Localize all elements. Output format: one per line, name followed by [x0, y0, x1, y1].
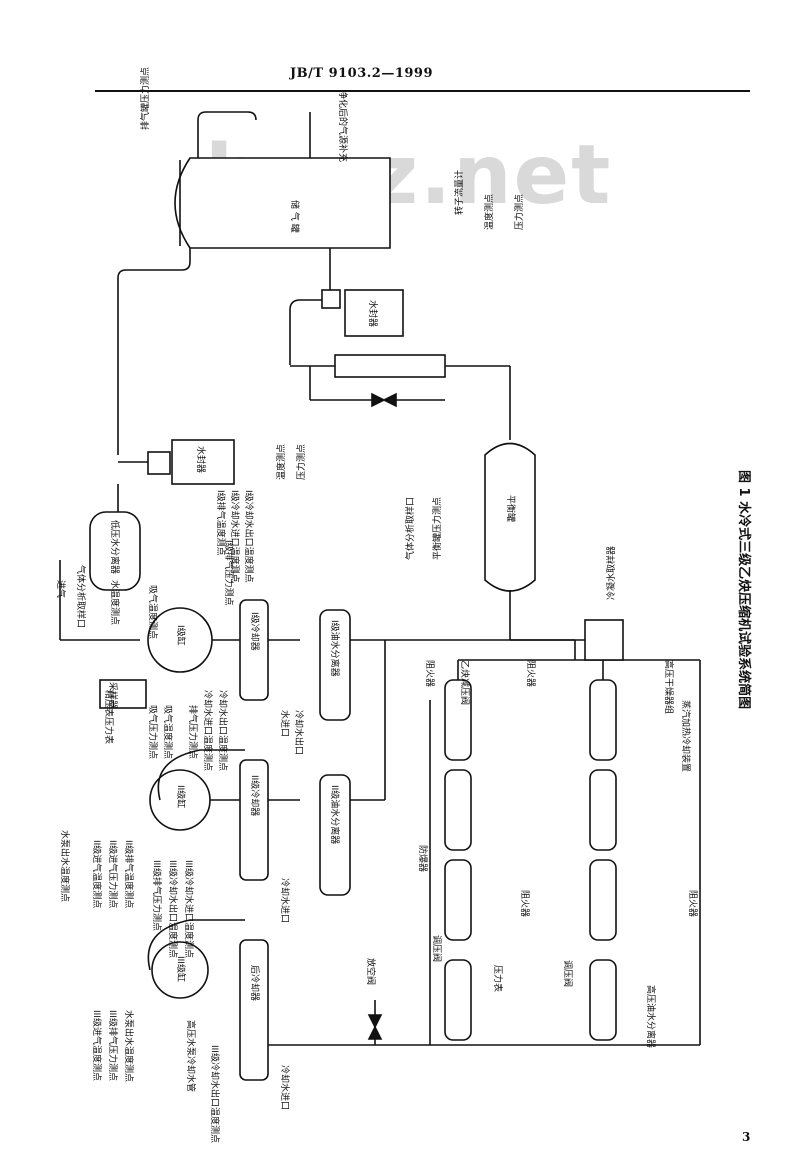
label-flame-arrester-4: 阻火器: [687, 890, 698, 917]
dryer-group-upper: [444, 679, 472, 1041]
label-l1: 水泵出水温度测点: [59, 830, 71, 902]
label-condensate: 冷凝水取样器: [605, 546, 617, 600]
separator-1-label: I级油水分离器: [329, 620, 341, 677]
label-l4: II级排气温度测点: [123, 840, 135, 908]
label-l3: II级进气压力测点: [107, 840, 119, 908]
buffer-tank-label: 储 气 罐: [289, 200, 301, 233]
label-water-out-temp: 冷却水出口温度测点: [217, 690, 229, 771]
label-precise-meter: 精压表压力表: [103, 690, 115, 744]
label-c1-gas-temp: I级排气温度测点: [215, 490, 227, 556]
low-pressure-separator: [89, 511, 141, 591]
cooler-1: [239, 599, 269, 701]
water-seal-top: [344, 289, 404, 337]
inlet-box: [99, 679, 147, 709]
separator-1: [319, 609, 351, 721]
label-l10: 水泵出水温度测点: [123, 1010, 135, 1082]
cylinder-2-label: II级缸: [175, 785, 187, 808]
buffer-tank: [174, 157, 391, 249]
label-intake-temp: 吸气温度测点: [147, 585, 159, 639]
label-water-in-temp: 冷却水进口温度测点: [202, 690, 214, 771]
cooler-2: [239, 759, 269, 881]
label-exhaust-tank: 排气罐压力测点: [139, 67, 151, 130]
label-water-in-2: 冷却水进口: [279, 878, 291, 923]
cylinder-3-label: III级缸: [175, 956, 187, 982]
water-seal-left-valve: [147, 451, 171, 475]
label-l2: II级进气温度测点: [91, 840, 103, 908]
label-rotameter: 转子流量计: [453, 170, 465, 215]
cooler-1-label: I级冷却器: [249, 612, 261, 651]
page-number: 3: [742, 1130, 751, 1144]
label-pump-note-2: 蒸汽加热冷却装置: [680, 700, 692, 772]
label-flame-arrester-3: 阻火器: [519, 890, 530, 917]
water-seal-left: [171, 439, 235, 485]
label-press-left: 压力测点: [295, 444, 307, 480]
label-high-pressure-sep: 高压油水分离器: [645, 985, 657, 1048]
label-l6: III级冷却水出口温度测点: [167, 860, 179, 958]
label-sampler: 采样器: [107, 682, 119, 709]
cylinder-1-label: I级缸: [175, 625, 187, 646]
label-intake-press: 吸气压力测点: [147, 705, 159, 759]
label-l5: III级排气压力测点: [151, 860, 163, 931]
header-rule: [95, 90, 750, 92]
label-l9: III级排气压力测点: [107, 1010, 119, 1081]
label-l7: III级冷却水进口温度测点: [183, 860, 195, 958]
rotameter: [334, 354, 446, 378]
label-c1-press: I级排气压力测点: [223, 540, 235, 606]
dryer-group-lower: [589, 679, 617, 1041]
label-explosion-proof: 防爆器: [417, 845, 429, 872]
label-water-out-1: 冷却水出口: [293, 710, 305, 755]
label-temp-left: 温度测点: [275, 444, 287, 480]
water-seal-top-label: 水封器: [367, 300, 379, 327]
label-sample-port: 气体分析取样口: [75, 565, 87, 628]
label-flame-arrester-2: 阻火器: [525, 660, 536, 687]
low-sep-label: 低压水分离器: [109, 520, 121, 574]
water-seal-left-label: 水封器: [195, 446, 207, 473]
separator-2: [319, 774, 351, 896]
cylinder-3: [151, 941, 209, 999]
label-gas-sample: 气体分析取样口: [404, 497, 416, 560]
label-press: 压力测点: [513, 194, 525, 230]
label-cooler-water-2: I级冷却水出口温度测点: [243, 490, 255, 583]
label-exhaust-press: 排气压力测点: [187, 705, 199, 759]
water-seal-valve: [321, 289, 341, 309]
label-balance-press: 平衡罐压力测点: [431, 497, 443, 560]
condensate-sampler: [584, 619, 624, 661]
label-vent-valve: 放空阀: [365, 958, 377, 985]
label-water-in-1: 水进口: [279, 710, 291, 737]
label-regulator-1: 调压阀: [431, 935, 442, 962]
label-pump-note: 高压水泵冷却水管: [185, 1020, 197, 1092]
figure-caption: 图 1 水冷式三级乙炔压缩机试验系统简图: [736, 470, 752, 709]
label-flame-arrester: 阻火器: [424, 660, 435, 687]
cooler-2-label: II级冷却器: [249, 775, 261, 816]
separator-2-label: II级油水分离器: [329, 785, 341, 844]
label-purified-gas: 净化后的气源补充: [337, 90, 349, 162]
label-water-temp: 水温度测点: [109, 580, 121, 625]
after-cooler: [239, 939, 269, 1081]
balance-tank: [484, 442, 536, 592]
label-cooler-water-1: I级冷却水进口温度测点: [229, 490, 241, 583]
label-pressure-gauge: 压力表: [492, 965, 504, 992]
label-l8: III级进气温度测点: [91, 1010, 103, 1081]
label-water-in-3: 冷却水进口: [279, 1065, 291, 1110]
standard-header: JB/T 9103.2—1999: [290, 66, 434, 81]
label-dryer-group: 高压干燥器组: [663, 660, 675, 714]
label-regulator-2: 调压阀: [562, 960, 573, 987]
label-l11: III级冷却水出口温度测点: [209, 1045, 221, 1143]
after-cooler-label: 后冷却器: [249, 965, 261, 1001]
label-intake: 进气: [55, 580, 67, 598]
label-temp: 温度测点: [483, 194, 495, 230]
balance-tank-label: 平衡罐: [505, 495, 517, 522]
label-intake-temp-2: 吸气温度测点: [162, 705, 174, 759]
label-acetylene-valve: 乙炔减压阀: [459, 660, 471, 705]
